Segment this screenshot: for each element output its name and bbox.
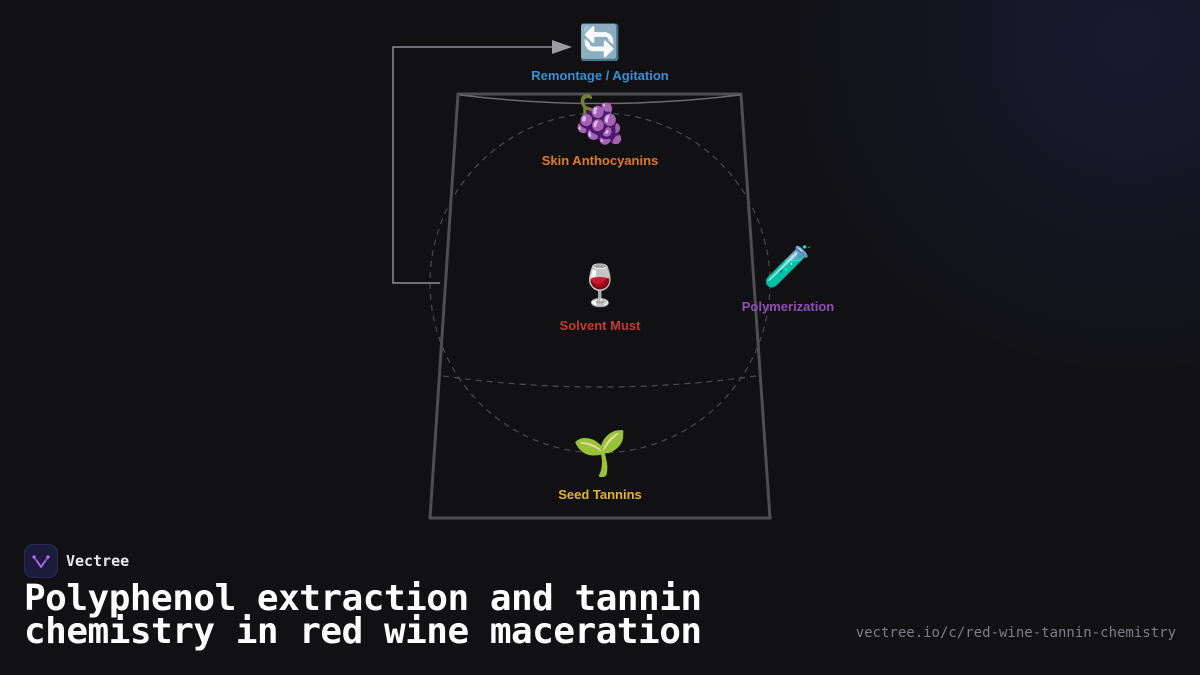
brand-name: Vectree <box>66 552 130 570</box>
page-title: Polyphenol extraction and tannin chemist… <box>24 578 702 652</box>
remontage-loop-arrow <box>392 40 572 284</box>
seed-tannins-label: Seed Tannins <box>558 487 642 502</box>
remontage-label: Remontage / Agitation <box>531 68 669 83</box>
polymerization-label: Polymerization <box>741 299 835 314</box>
skin-anthocyanins-label: Skin Anthocyanins <box>541 153 659 168</box>
wine-glass-icon: 🍷 <box>575 263 625 309</box>
must-surface-curve <box>442 375 757 388</box>
solvent-must-label: Solvent Must <box>559 318 641 333</box>
test-tube-icon: 🧪 <box>763 244 813 290</box>
vat-cap-curve <box>459 94 741 105</box>
grapes-icon: 🍇 <box>571 92 629 146</box>
brand[interactable]: Vectree <box>24 544 129 578</box>
counterclockwise-arrows-icon: 🔄 <box>578 23 622 63</box>
vat-outline <box>428 92 772 520</box>
seedling-icon: 🌱 <box>572 428 628 479</box>
source-url[interactable]: vectree.io/c/red-wine-tannin-chemistry <box>855 625 1176 641</box>
vectree-logo-icon <box>24 544 58 578</box>
